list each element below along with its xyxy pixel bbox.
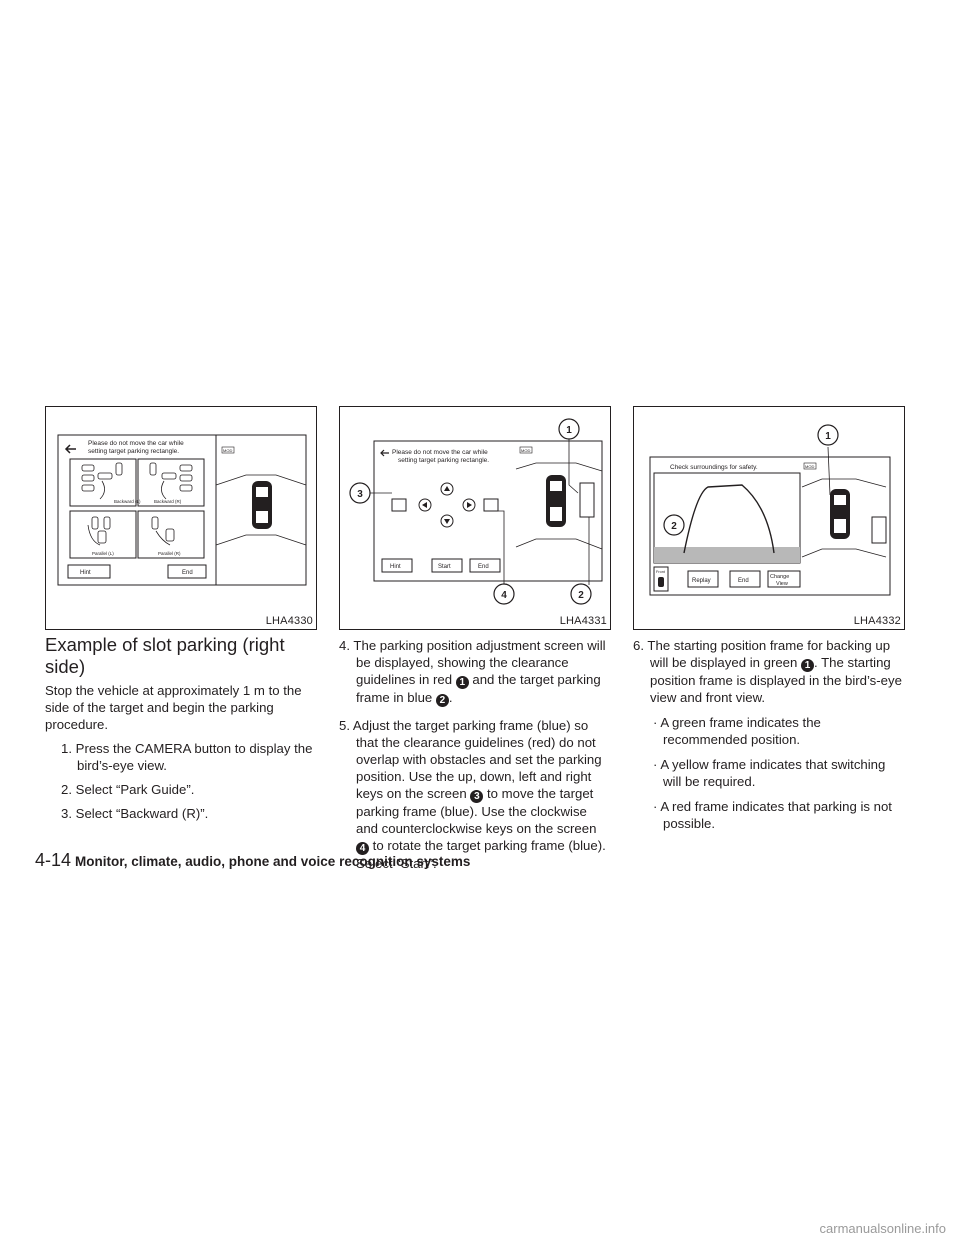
step-1: 1. Press the CAMERA button to display th…: [61, 741, 313, 773]
tile-label-parallel-l: Parallel (L): [92, 551, 114, 556]
tile-label-backward-l: Backward (L): [114, 499, 141, 504]
callout-1: 1: [566, 425, 572, 436]
mod-label: MOD: [223, 448, 232, 453]
page-number: 4-14: [35, 850, 72, 870]
watermark: carmanualsonline.info: [819, 1221, 946, 1236]
front-label: Front: [656, 570, 666, 574]
column-1: Example of slot parking (right side) Sto…: [45, 634, 317, 822]
figure-lha4332-illustration: Check surroundings for safety. MOD Front…: [649, 424, 891, 596]
figure-lha4332: Check surroundings for safety. MOD Front…: [633, 406, 905, 630]
figure-code: LHA4332: [853, 615, 901, 627]
step-4: 4. The parking position adjustment scree…: [339, 638, 606, 707]
screen-message-line2: setting target parking rectangle.: [398, 457, 489, 464]
callout-2: 2: [671, 521, 677, 532]
tile-label-parallel-r: Parallel (R): [158, 551, 181, 556]
callout-1: 1: [825, 431, 831, 442]
screen-message-line2: setting target parking rectangle.: [88, 448, 179, 455]
step-3: 3. Select “Backward (R)”.: [61, 806, 209, 821]
mod-label: MOD: [805, 464, 814, 469]
column-2: 4. The parking position adjustment scree…: [339, 637, 611, 872]
change-view-line2: View: [776, 581, 788, 587]
back-arrow-icon: [64, 444, 76, 454]
mod-label: MOD: [521, 448, 530, 453]
bullet-red: · A red frame indicates that parking is …: [653, 799, 892, 831]
change-view-line1: Change: [770, 574, 789, 580]
end-button: End: [478, 564, 489, 570]
step-5: 5. Adjust the target parking frame (blue…: [339, 718, 606, 871]
column-3: 6. The starting position frame for backi…: [633, 637, 905, 832]
bullet-green: · A green frame indicates the recommende…: [653, 715, 821, 747]
figure-lha4331-illustration: Please do not move the car while setting…: [349, 418, 603, 605]
screen-message-line1: Please do not move the car while: [88, 440, 184, 447]
callout-3: 3: [357, 489, 363, 500]
start-button: Start: [438, 564, 451, 570]
callout-3-icon: 3: [470, 790, 484, 803]
screen-message-line1: Please do not move the car while: [392, 449, 488, 456]
tile-label-backward-r: Backward (R): [154, 499, 182, 504]
callout-2-icon: 2: [435, 694, 449, 707]
figure-code: LHA4331: [559, 615, 607, 627]
replay-button: Replay: [692, 578, 711, 584]
figure-lha4330: Please do not move the car while setting…: [45, 406, 317, 630]
figure-lha4331: Please do not move the car while setting…: [339, 406, 611, 630]
callout-2: 2: [578, 590, 584, 601]
step-2: 2. Select “Park Guide”.: [61, 782, 195, 797]
callout-1-icon: 1: [801, 659, 815, 672]
callout-4: 4: [501, 590, 507, 601]
chapter-title: Monitor, climate, audio, phone and voice…: [75, 854, 471, 869]
screen-message: Check surroundings for safety.: [670, 464, 758, 471]
hint-button: Hint: [80, 570, 91, 576]
callout-1-icon: 1: [455, 676, 469, 689]
section-heading: Example of slot parking (right side): [45, 634, 285, 677]
back-arrow-icon: [380, 449, 389, 457]
end-button: End: [182, 570, 193, 576]
callout-4-icon: 4: [356, 842, 369, 855]
figure-code: LHA4330: [265, 615, 313, 627]
hint-button: Hint: [390, 564, 401, 570]
step-6: 6. The starting position frame for backi…: [633, 638, 902, 705]
bullet-yellow: · A yellow frame indicates that switchin…: [653, 757, 886, 789]
end-button: End: [738, 578, 749, 584]
intro-paragraph: Stop the vehicle at approximately 1 m to…: [45, 683, 302, 732]
figure-lha4330-illustration: Please do not move the car while setting…: [57, 434, 307, 586]
